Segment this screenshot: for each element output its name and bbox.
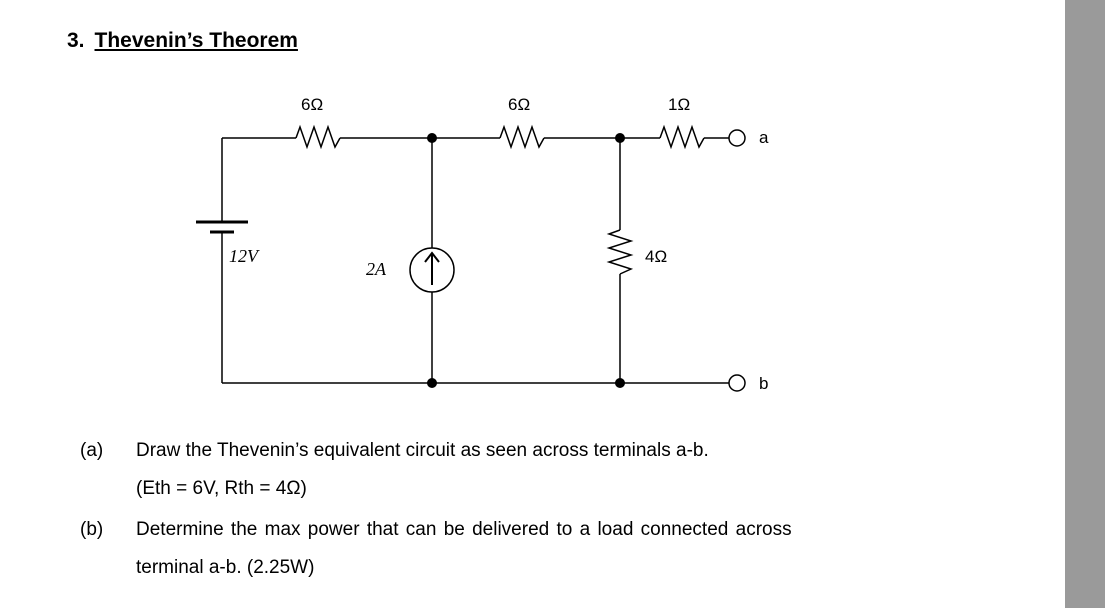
scrollbar[interactable] xyxy=(1065,0,1105,608)
terminal-a-label: a xyxy=(759,128,769,147)
resistor-3-label: 1Ω xyxy=(668,95,690,114)
resistor-1-symbol xyxy=(295,124,341,150)
node-top-right xyxy=(615,133,625,143)
resistor-4-symbol xyxy=(606,229,634,275)
resistor-2-symbol xyxy=(499,124,545,150)
node-top-mid xyxy=(427,133,437,143)
question-b-tag: (b) xyxy=(80,519,104,540)
current-source-label: 2A xyxy=(366,259,387,279)
current-source-arrow xyxy=(424,251,440,285)
circuit-diagram: 6Ω 6Ω 1Ω 4Ω 12V 2A a b xyxy=(196,95,769,393)
node-bottom-mid xyxy=(427,378,437,388)
question-a-answer: (Eth = 6V, Rth = 4Ω) xyxy=(136,478,307,499)
resistor-2-label: 6Ω xyxy=(508,95,530,114)
question-b-answer: terminal a-b. (2.25W) xyxy=(136,557,315,578)
terminal-b-circle xyxy=(728,374,746,392)
resistor-1-label: 6Ω xyxy=(301,95,323,114)
terminal-b-label: b xyxy=(759,374,768,393)
terminal-a-circle xyxy=(728,129,746,147)
resistor-3-symbol xyxy=(659,124,705,150)
question-a-tag: (a) xyxy=(80,440,104,461)
voltage-source-label: 12V xyxy=(229,246,260,266)
section-number: 3. xyxy=(67,29,85,52)
question-a-text: Draw the Thevenin’s equivalent circuit a… xyxy=(136,440,709,461)
section-title: Thevenin’s Theorem xyxy=(94,29,298,52)
resistor-4-label: 4Ω xyxy=(645,247,667,266)
node-bottom-right xyxy=(615,378,625,388)
question-b-text: Determine the max power that can be deli… xyxy=(136,519,792,540)
section-heading: 3. Thevenin’s Theorem xyxy=(67,29,298,53)
